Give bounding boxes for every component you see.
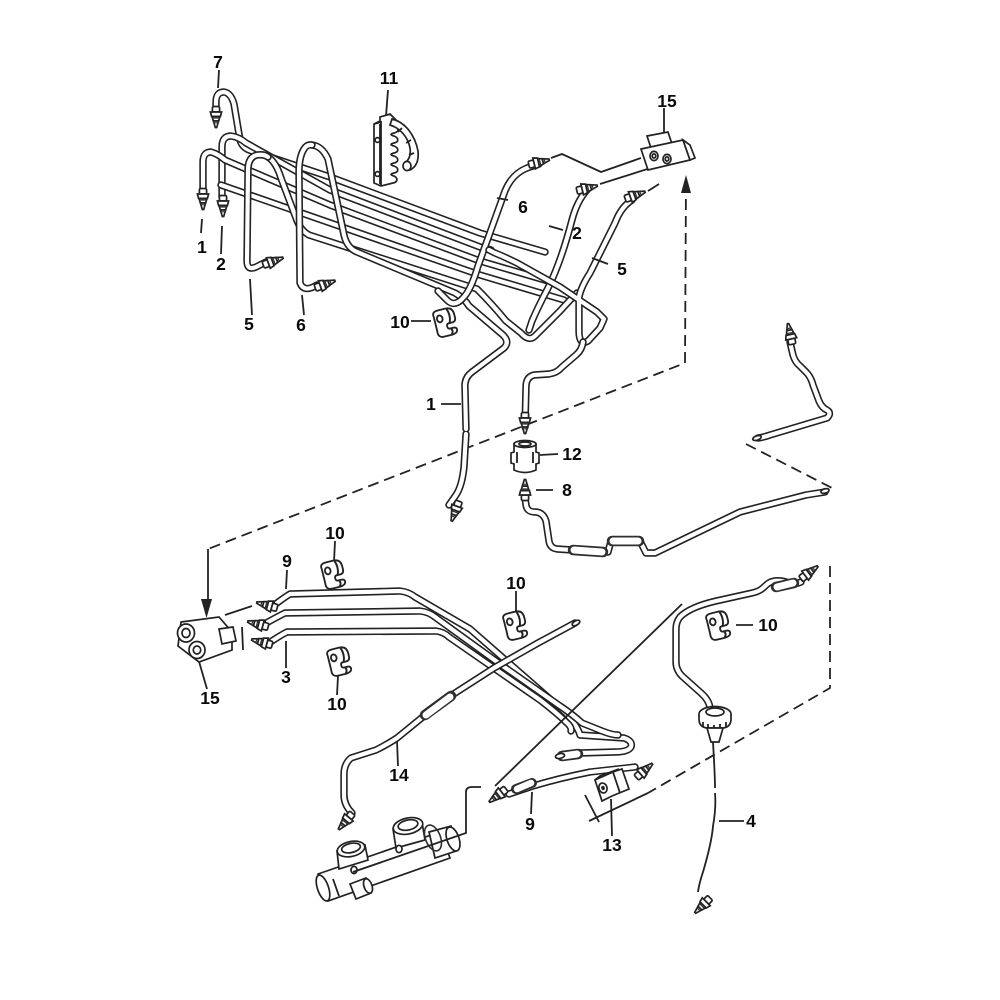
svg-text:15: 15 bbox=[200, 688, 220, 708]
svg-text:2: 2 bbox=[572, 223, 582, 243]
svg-text:12: 12 bbox=[562, 444, 582, 464]
svg-text:10: 10 bbox=[325, 523, 345, 543]
svg-text:8: 8 bbox=[562, 480, 572, 500]
svg-text:4: 4 bbox=[746, 811, 756, 831]
svg-text:13: 13 bbox=[602, 835, 622, 855]
svg-text:2: 2 bbox=[216, 254, 226, 274]
svg-text:3: 3 bbox=[281, 667, 291, 687]
svg-text:9: 9 bbox=[525, 814, 535, 834]
svg-text:6: 6 bbox=[518, 197, 528, 217]
svg-text:10: 10 bbox=[327, 694, 347, 714]
svg-text:9: 9 bbox=[282, 551, 292, 571]
svg-text:5: 5 bbox=[244, 314, 254, 334]
svg-text:1: 1 bbox=[426, 394, 436, 414]
svg-text:15: 15 bbox=[657, 91, 677, 111]
svg-text:7: 7 bbox=[213, 52, 223, 72]
svg-text:5: 5 bbox=[617, 259, 627, 279]
svg-text:6: 6 bbox=[296, 315, 306, 335]
svg-text:14: 14 bbox=[389, 765, 409, 785]
svg-text:10: 10 bbox=[506, 573, 526, 593]
svg-text:11: 11 bbox=[380, 68, 399, 88]
svg-text:1: 1 bbox=[197, 237, 207, 257]
svg-text:10: 10 bbox=[390, 312, 410, 332]
svg-text:10: 10 bbox=[758, 615, 778, 635]
